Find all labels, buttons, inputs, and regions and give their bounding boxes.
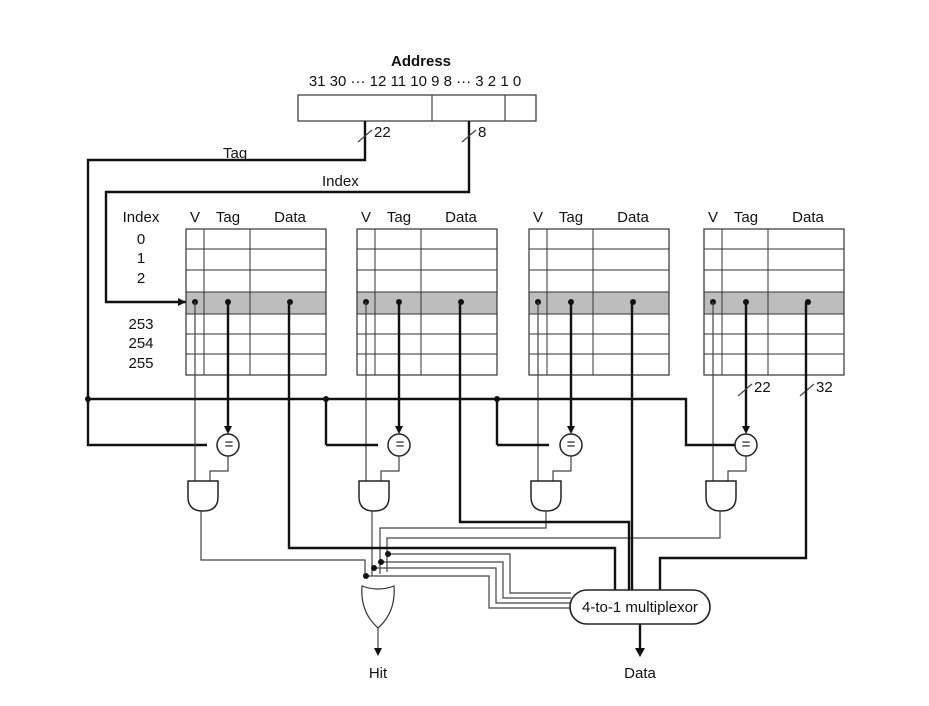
tag-bus-width-label: 22 bbox=[754, 379, 771, 396]
select-line-2 bbox=[374, 567, 571, 604]
data-output-label: Data bbox=[624, 665, 656, 682]
hit-output-label: Hit bbox=[369, 665, 388, 682]
index-header: Index bbox=[123, 209, 160, 226]
valid-wire bbox=[712, 302, 714, 482]
and-gate bbox=[705, 480, 737, 512]
row-index-1: 1 bbox=[137, 250, 145, 267]
index-wire bbox=[104, 121, 471, 304]
data-column-header: Data bbox=[617, 209, 649, 226]
row-index-0: 0 bbox=[137, 231, 145, 248]
select-line-4 bbox=[388, 553, 571, 594]
valid-column-header: V bbox=[190, 209, 200, 226]
tag-bus bbox=[88, 397, 735, 447]
selected-row-highlight bbox=[529, 292, 669, 314]
select-line-3 bbox=[381, 561, 571, 599]
row-index-2: 2 bbox=[137, 270, 145, 287]
data-column-header: Data bbox=[445, 209, 477, 226]
selected-row-highlight bbox=[186, 292, 326, 314]
data-wire-4 bbox=[658, 302, 808, 592]
valid-wire bbox=[537, 302, 539, 482]
data-column-header: Data bbox=[792, 209, 824, 226]
valid-column-header: V bbox=[708, 209, 718, 226]
data-wire-2 bbox=[458, 302, 631, 592]
comparator-symbol-1: = bbox=[225, 436, 234, 453]
selected-row-highlight bbox=[704, 292, 844, 314]
hit-wire-3 bbox=[379, 511, 547, 574]
valid-wire bbox=[365, 302, 367, 482]
tag-wire bbox=[86, 121, 367, 447]
tag-column-header: Tag bbox=[734, 209, 758, 226]
tag-width-label: 22 bbox=[374, 124, 391, 141]
selected-row-highlight bbox=[357, 292, 497, 314]
data-wire-1 bbox=[287, 302, 617, 592]
select-line-1 bbox=[366, 575, 571, 609]
valid-wire bbox=[194, 302, 196, 482]
index-width-label: 8 bbox=[478, 124, 486, 141]
and-gate bbox=[187, 480, 219, 512]
row-index-253: 253 bbox=[128, 316, 153, 333]
address-bit-labels: 31 30 ··· 12 11 10 9 8 ··· 3 2 1 0 bbox=[309, 73, 521, 90]
multiplexor-label: 4-to-1 multiplexor bbox=[582, 599, 698, 616]
cache-table bbox=[703, 228, 845, 376]
tag-column-header: Tag bbox=[559, 209, 583, 226]
index-label: Index bbox=[322, 173, 359, 190]
tag-label: Tag bbox=[223, 145, 247, 162]
hit-wire-1 bbox=[200, 511, 366, 578]
cache-way-4: V Tag Data bbox=[703, 209, 845, 512]
comparator-symbol-2: = bbox=[396, 436, 405, 453]
tag-column-header: Tag bbox=[216, 209, 240, 226]
cache-table bbox=[356, 228, 498, 376]
comparator-symbol-3: = bbox=[567, 436, 576, 453]
cache-table bbox=[185, 228, 327, 376]
and-gate bbox=[530, 480, 562, 512]
and-gate bbox=[358, 480, 390, 512]
valid-column-header: V bbox=[361, 209, 371, 226]
cache-table bbox=[528, 228, 670, 376]
cache-way-2: V Tag Data bbox=[356, 209, 498, 512]
row-index-255: 255 bbox=[128, 355, 153, 372]
valid-column-header: V bbox=[533, 209, 543, 226]
cache-way-1: V Tag Data bbox=[185, 209, 327, 512]
address-title: Address bbox=[391, 53, 451, 70]
data-bus-width-label: 32 bbox=[816, 379, 833, 396]
comparator-symbol-4: = bbox=[742, 436, 751, 453]
hit-wire-4 bbox=[386, 511, 721, 572]
tag-column-header: Tag bbox=[387, 209, 411, 226]
address-register bbox=[297, 94, 537, 122]
or-gate bbox=[361, 585, 395, 629]
data-column-header: Data bbox=[274, 209, 306, 226]
row-index-254: 254 bbox=[128, 335, 153, 352]
cache-way-3: V Tag Data bbox=[528, 209, 670, 512]
